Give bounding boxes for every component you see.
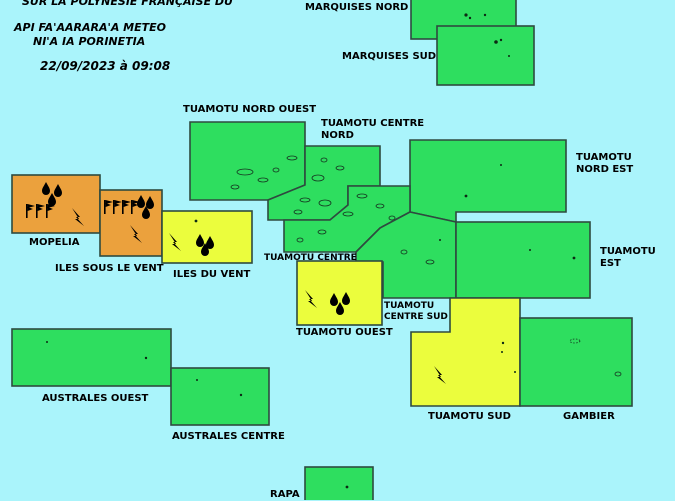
zone-tuamotu-ouest[interactable] <box>296 260 383 326</box>
label-marquises-sud: MARQUISES SUD <box>342 51 437 62</box>
zone-iles-du-vent[interactable] <box>161 210 253 264</box>
zone-tuamotu-est[interactable] <box>455 221 591 299</box>
label-tuamotu-est-2: EST <box>600 258 621 269</box>
label-tuamotu-nord-ouest: TUAMOTU NORD OUEST <box>183 104 317 115</box>
label-iles-du-vent: ILES DU VENT <box>173 269 251 280</box>
label-tuamotu-nord-est-2: NORD EST <box>576 164 634 175</box>
zone-rapa[interactable] <box>304 466 374 500</box>
label-tuamotu-centre-nord-2: NORD <box>321 130 354 141</box>
label-tuamotu-centre-sud-2: CENTRE SUD <box>384 312 448 322</box>
label-gambier: GAMBIER <box>563 411 615 422</box>
zone-australes-ouest[interactable] <box>11 328 172 387</box>
label-tuamotu-centre-nord-1: TUAMOTU CENTRE <box>321 118 425 129</box>
zone-australes-centre[interactable] <box>170 367 270 426</box>
label-tuamotu-ouest: TUAMOTU OUEST <box>296 327 393 338</box>
zone-tuamotu-sud[interactable] <box>410 297 521 407</box>
bulletin-title: SUR LA POLYNESIE FRANÇAISE DU <box>22 0 233 8</box>
bulletin-date: 22/09/2023 à 09:08 <box>40 59 171 73</box>
zone-tuamotu-centre[interactable] <box>283 185 411 253</box>
label-australes-ouest: AUSTRALES OUEST <box>42 393 149 404</box>
label-marquises-nord: MARQUISES NORD <box>305 2 409 13</box>
label-tuamotu-centre-sud-1: TUAMOTU <box>384 301 435 311</box>
zone-tuamotu-nord-est[interactable] <box>409 139 567 223</box>
label-rapa: RAPA <box>270 489 300 500</box>
bulletin-title-tahitian-1: API FA'AARARA'A METEO <box>14 21 167 34</box>
zone-marquises-sud[interactable] <box>436 25 535 86</box>
zone-iles-sous-le-vent[interactable] <box>99 189 163 257</box>
label-tuamotu-centre: TUAMOTU CENTRE <box>264 253 357 263</box>
label-tuamotu-sud: TUAMOTU SUD <box>428 411 511 422</box>
bulletin-title-tahitian-2: NI'A IA PORINETIA <box>33 35 146 48</box>
label-mopelia: MOPELIA <box>29 237 80 248</box>
zone-tuamotu-nord-ouest[interactable] <box>189 121 306 201</box>
zone-gambier[interactable] <box>519 317 633 407</box>
label-tuamotu-nord-est-1: TUAMOTU <box>576 152 632 163</box>
label-australes-centre: AUSTRALES CENTRE <box>172 431 285 442</box>
label-iles-sous-le-vent: ILES SOUS LE VENT <box>55 263 164 274</box>
label-tuamotu-est-1: TUAMOTU <box>600 246 656 257</box>
zone-mopelia[interactable] <box>11 174 101 234</box>
